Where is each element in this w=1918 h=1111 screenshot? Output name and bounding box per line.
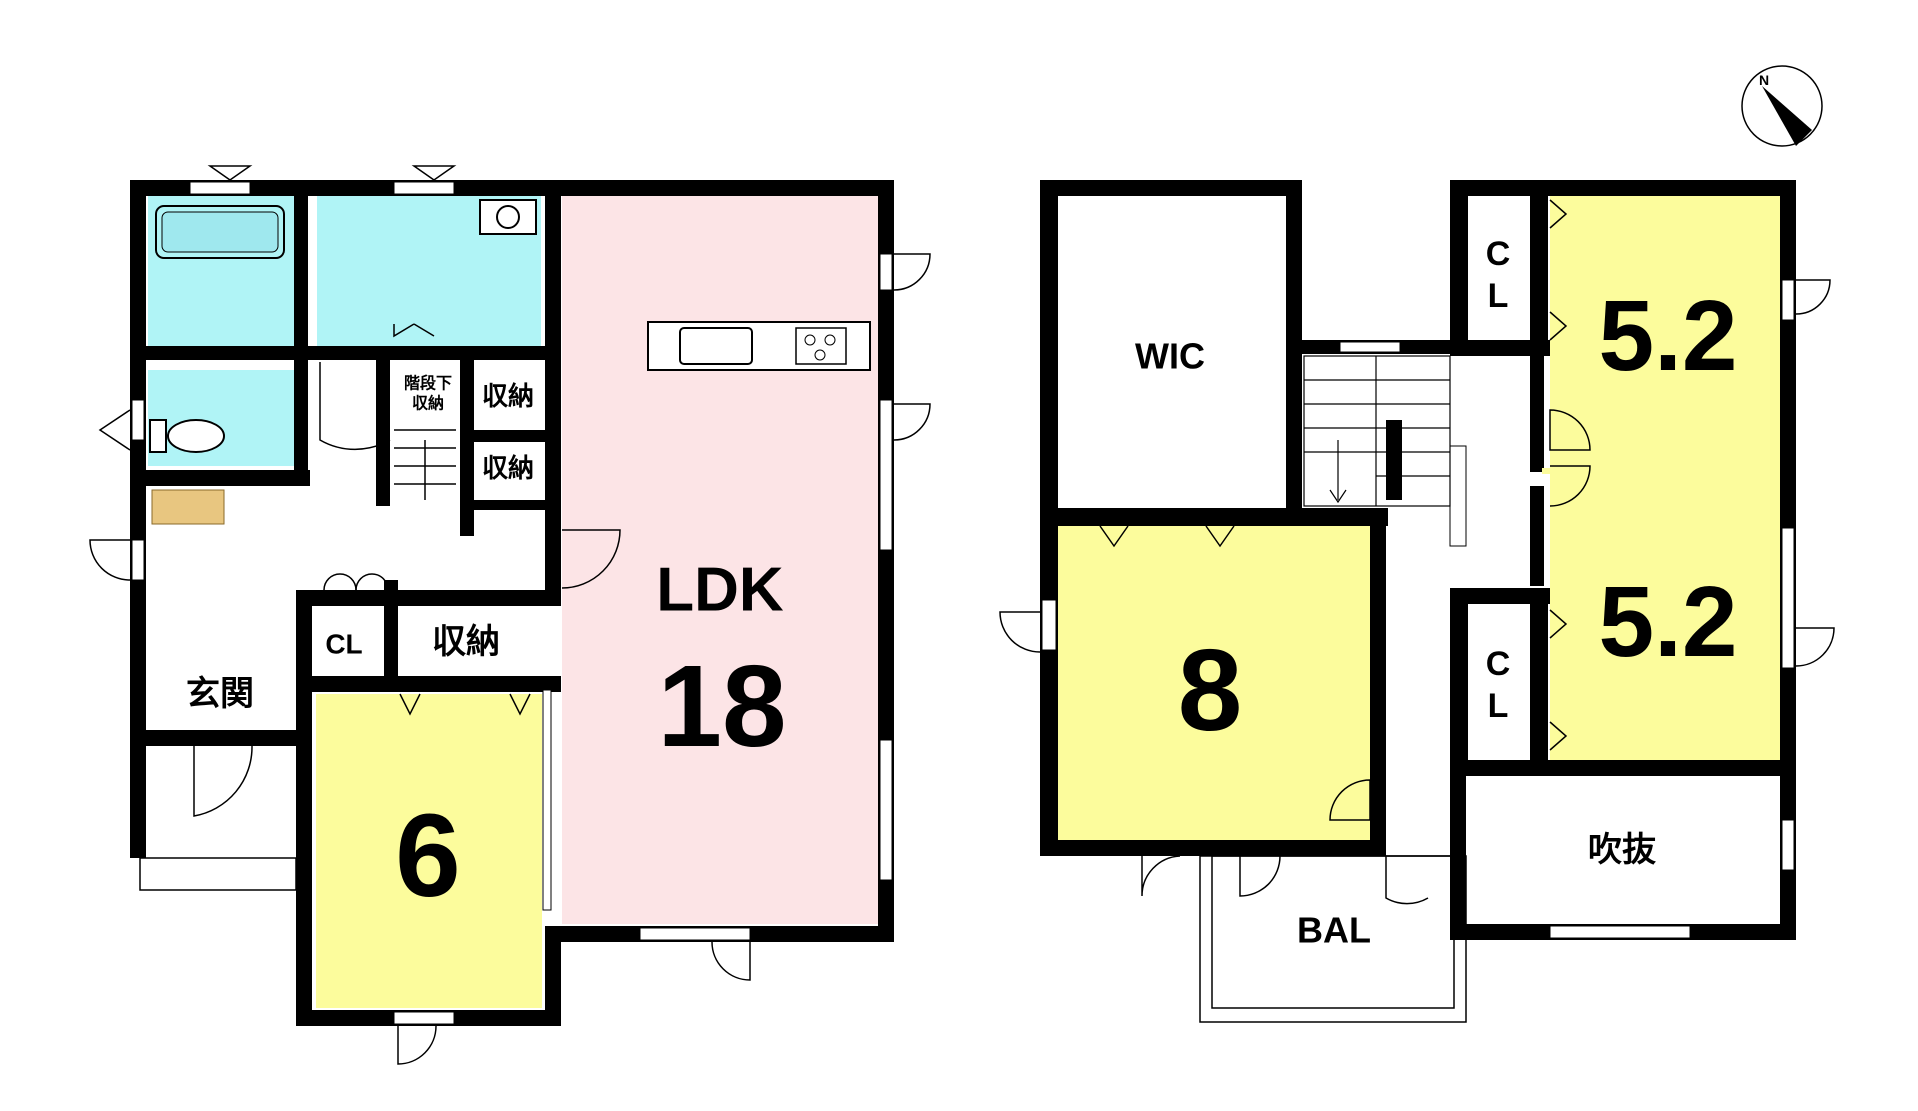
closet-b-label-1: C (1486, 645, 1511, 683)
under-stairs-label-2: 収納 (412, 394, 444, 413)
floor2-doors (999, 199, 1835, 905)
entrance-label: 玄関 (186, 675, 254, 713)
room52a-fill (1550, 196, 1780, 472)
floor1-windows (131, 181, 893, 1025)
floor2-stairs-icon (1303, 355, 1451, 507)
ldk-size: 18 (657, 641, 786, 771)
bathtub-icon (155, 205, 285, 259)
closet-label: CL (325, 629, 362, 660)
under-stairs-label-1: 階段下 (404, 374, 452, 393)
compass-north: N (1759, 72, 1769, 88)
floor1-doors (89, 165, 931, 1065)
porch (139, 857, 297, 891)
room52b-size: 5.2 (1598, 566, 1737, 678)
floor-1: LDK 18 6 玄関 CL 収納 収納 収納 階段下 収納 (89, 165, 931, 1065)
stairs-icon (394, 429, 456, 500)
balcony (1199, 855, 1467, 1023)
ldk-label: LDK (656, 556, 784, 625)
closet-a-label-1: C (1486, 235, 1511, 273)
balcony-label: BAL (1297, 910, 1371, 951)
room6-size: 6 (395, 790, 461, 922)
toilet-icon (149, 419, 225, 453)
closet-b-label-2: L (1488, 687, 1509, 725)
shoe-step (151, 489, 225, 525)
room8-size: 8 (1178, 625, 1243, 755)
floor2-windows (1041, 279, 1795, 939)
room6-fill (316, 694, 542, 1008)
floor2-walls (1040, 180, 1796, 940)
storage-a-label: 収納 (482, 381, 534, 411)
washbasin-icon (479, 199, 537, 235)
wic-label: WIC (1135, 336, 1205, 377)
void-label: 吹抜 (1588, 831, 1656, 869)
storage-main-label: 収納 (432, 623, 500, 661)
room52b-fill (1550, 474, 1780, 760)
ldk-fill (562, 196, 878, 924)
kitchen-counter (647, 321, 871, 371)
floor-2: N WIC 8 5.2 5.2 C L C L 吹抜 BAL (999, 65, 1835, 1023)
storage-b-label: 収納 (482, 453, 534, 483)
toilet-fill (148, 370, 294, 466)
compass-icon: N (1741, 65, 1823, 147)
closet-a-label-2: L (1488, 277, 1509, 315)
room52a-size: 5.2 (1598, 280, 1737, 392)
room8-fill (1058, 526, 1370, 840)
